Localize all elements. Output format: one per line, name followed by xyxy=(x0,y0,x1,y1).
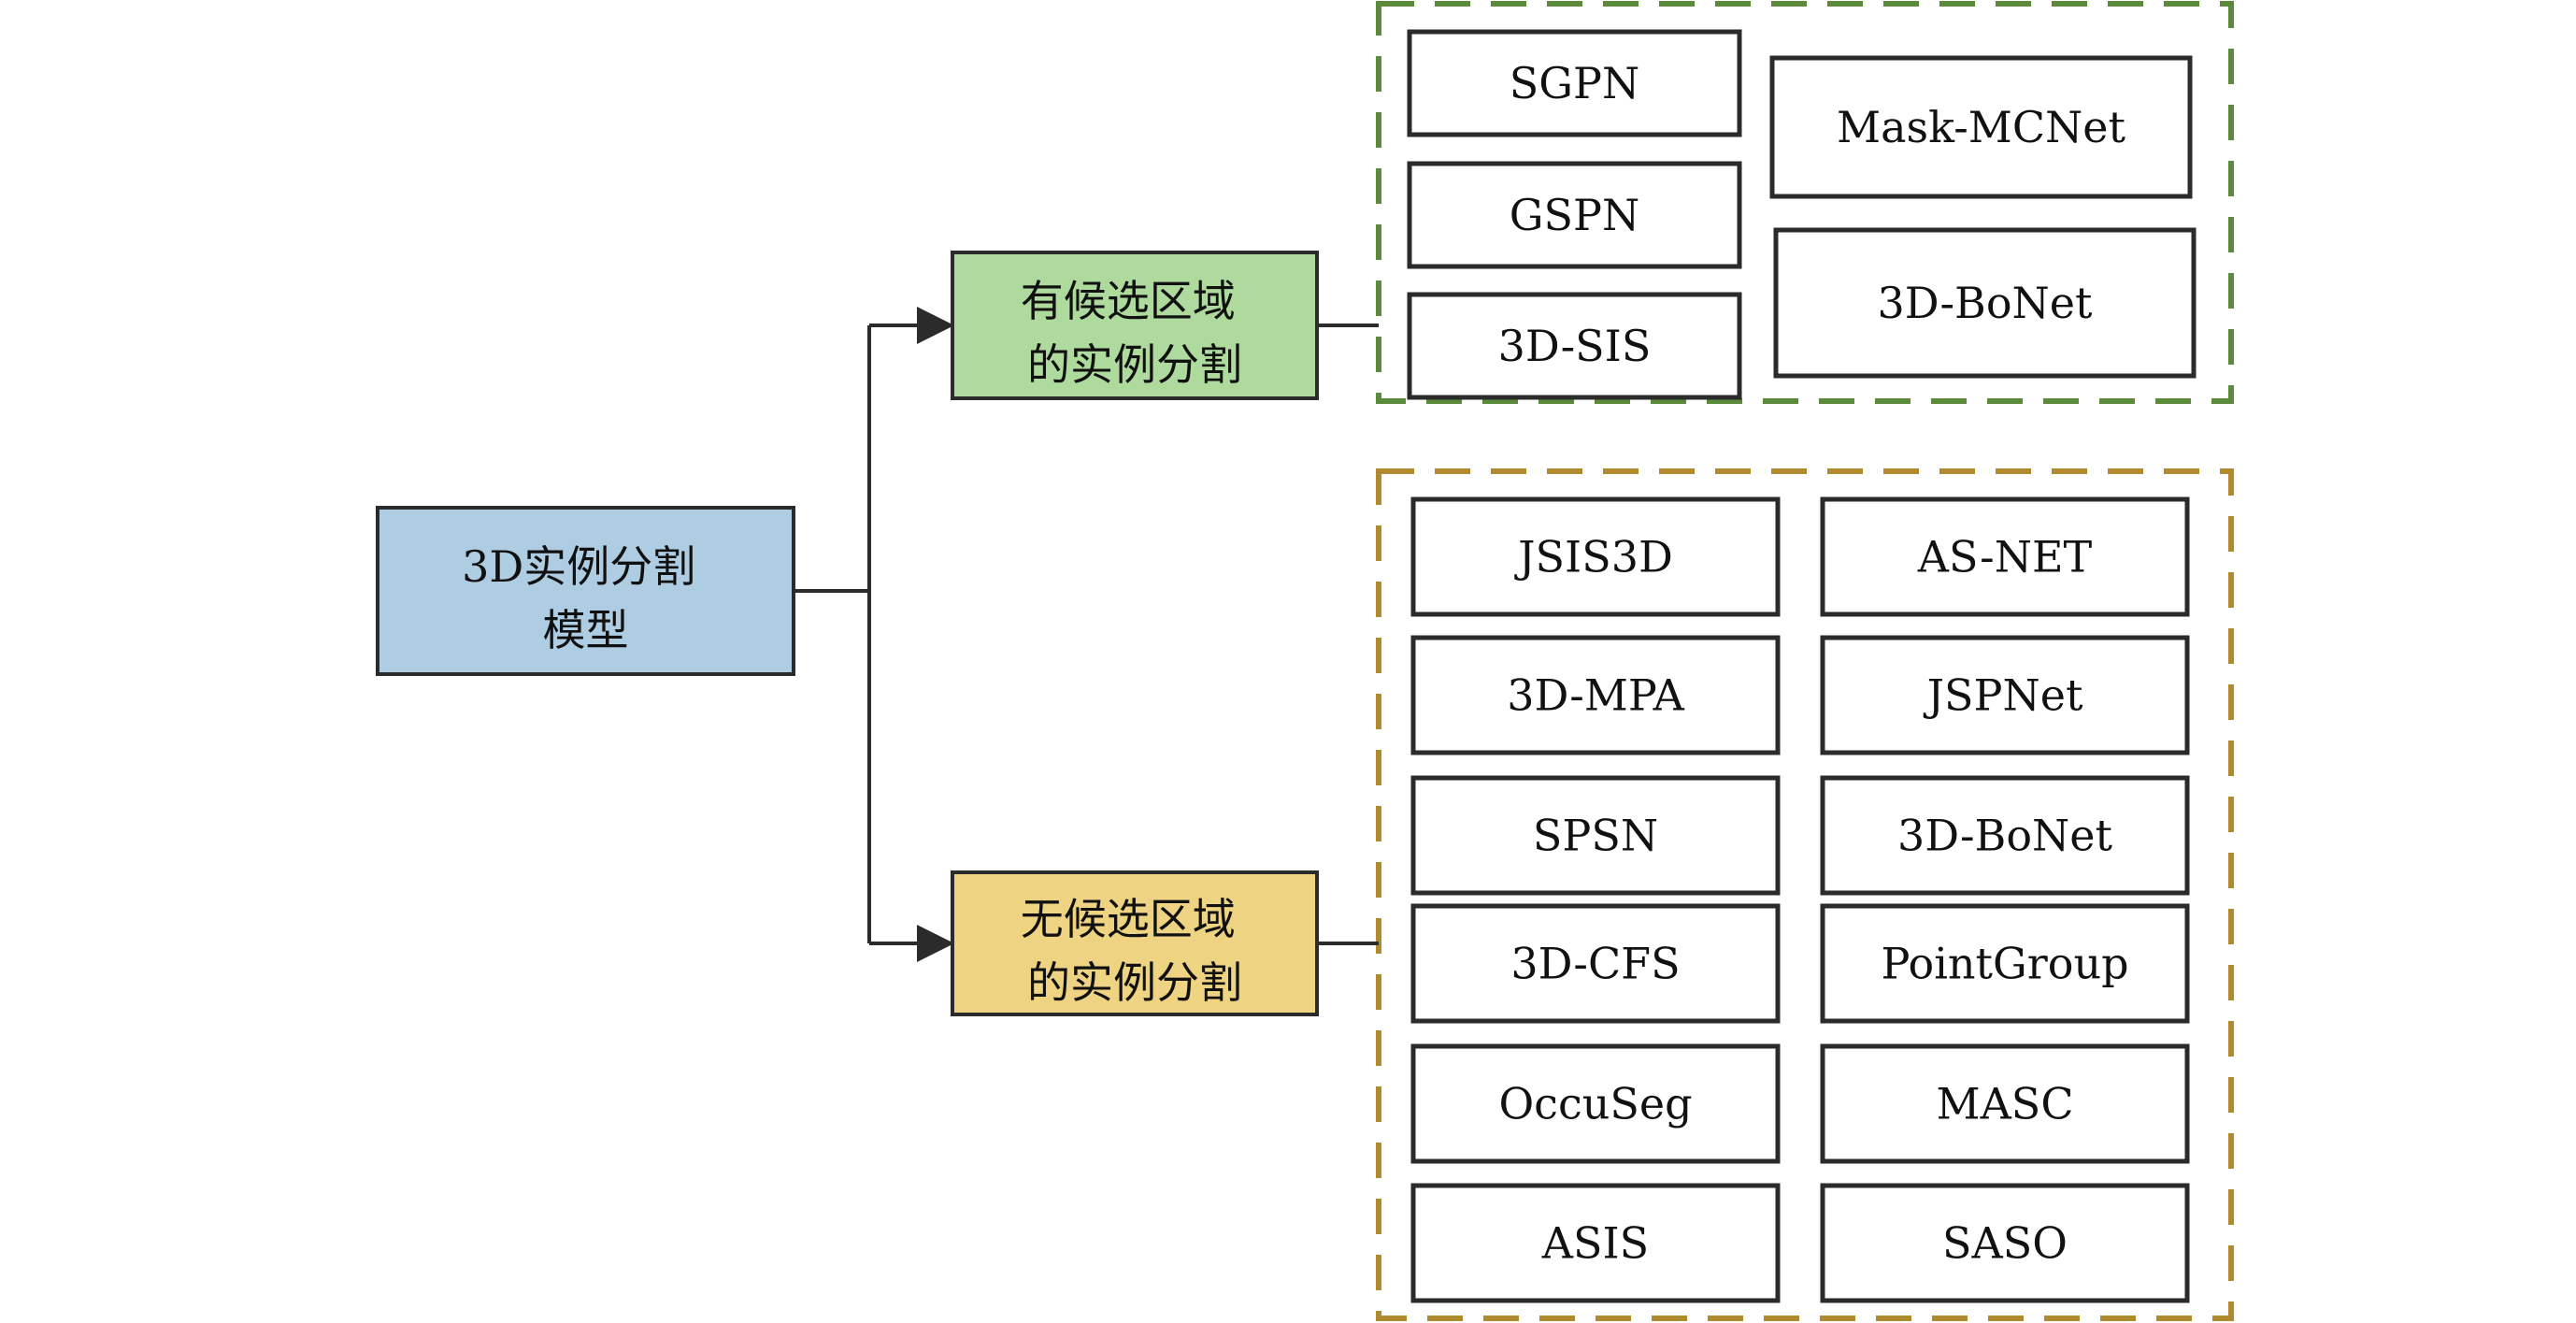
branch-label-line-2: 的实例分割 xyxy=(1027,339,1242,390)
method-box xyxy=(1820,1043,2190,1164)
method-box xyxy=(1773,227,2197,379)
method-node: SPSN xyxy=(1410,775,1781,896)
connector-lines xyxy=(794,307,1379,962)
branch-label-proposal-free: 无候选区域 的实例分割 xyxy=(1021,894,1250,1008)
method-label: ASIS xyxy=(1541,1218,1649,1269)
method-node: 3D-BoNet xyxy=(1773,227,2197,379)
method-label: PointGroup xyxy=(1881,939,2128,989)
method-box xyxy=(1820,496,2190,617)
method-label: SASO xyxy=(1942,1218,2068,1269)
proposal-based-method-boxes: SGPN GSPN 3D-SIS Mask-MCNet 3D-BoNet xyxy=(1407,29,2197,400)
method-node: GSPN xyxy=(1407,161,1742,269)
branch-label-line-1: 无候选区域 xyxy=(1021,894,1236,944)
branch-node-proposal-based: 有候选区域 的实例分割 xyxy=(951,251,1319,400)
method-node: JSPNet xyxy=(1820,635,2190,755)
method-node: ASIS xyxy=(1410,1183,1781,1303)
branch-box-proposal-free xyxy=(951,870,1319,1016)
method-box xyxy=(1820,1183,2190,1303)
method-label: 3D-BoNet xyxy=(1897,811,2113,861)
method-node: SASO xyxy=(1820,1183,2190,1303)
root-label: 3D实例分割 模型 xyxy=(462,541,709,655)
proposal-based-methods-group xyxy=(1376,1,2234,404)
method-node: OccuSeg xyxy=(1410,1043,1781,1164)
branch-box-proposal-based xyxy=(951,251,1319,400)
proposal-free-method-boxes: JSIS3D AS-NET 3D-MPA JSPNet SPSN 3D-BoNe… xyxy=(1410,496,2190,1303)
method-label: 3D-MPA xyxy=(1507,670,1684,721)
method-label: SPSN xyxy=(1533,811,1658,861)
method-label: 3D-BoNet xyxy=(1878,278,2094,328)
method-node: 3D-MPA xyxy=(1410,635,1781,755)
root-label-line-1: 3D实例分割 xyxy=(462,541,695,592)
method-label: 3D-SIS xyxy=(1498,321,1652,371)
method-box xyxy=(1820,903,2190,1024)
method-node: JSIS3D xyxy=(1410,496,1781,617)
method-label: JSPNet xyxy=(1924,670,2083,721)
method-label: SGPN xyxy=(1510,58,1639,108)
method-node: Mask-MCNet xyxy=(1769,55,2193,199)
method-label: AS-NET xyxy=(1917,532,2093,582)
method-box xyxy=(1410,903,1781,1024)
method-node: 3D-SIS xyxy=(1407,292,1742,400)
branch-label-proposal-based: 有候选区域 的实例分割 xyxy=(1021,276,1250,390)
method-box xyxy=(1410,1043,1781,1164)
proposal-free-methods-group xyxy=(1376,468,2234,1321)
branch-label-line-1: 有候选区域 xyxy=(1021,276,1236,326)
method-node: SGPN xyxy=(1407,29,1742,137)
method-node: 3D-CFS xyxy=(1410,903,1781,1024)
root-node: 3D实例分割 模型 xyxy=(376,506,795,676)
method-label: GSPN xyxy=(1510,190,1639,240)
method-label: Mask-MCNet xyxy=(1837,102,2126,152)
method-box xyxy=(1410,1183,1781,1303)
method-box xyxy=(1407,292,1742,400)
method-node: MASC xyxy=(1820,1043,2190,1164)
method-node: 3D-BoNet xyxy=(1820,775,2190,896)
method-box xyxy=(1820,775,2190,896)
root-label-line-2: 模型 xyxy=(543,605,629,655)
root-box xyxy=(376,506,795,676)
method-node: AS-NET xyxy=(1820,496,2190,617)
method-box xyxy=(1410,775,1781,896)
method-label: JSIS3D xyxy=(1514,532,1673,582)
method-node: PointGroup xyxy=(1820,903,2190,1024)
method-box xyxy=(1820,635,2190,755)
method-label: MASC xyxy=(1936,1079,2073,1129)
branch-node-proposal-free: 无候选区域 的实例分割 xyxy=(951,870,1319,1016)
method-box xyxy=(1410,496,1781,617)
method-label: OccuSeg xyxy=(1498,1079,1692,1129)
method-box xyxy=(1769,55,2193,199)
method-box xyxy=(1410,635,1781,755)
method-box xyxy=(1407,29,1742,137)
method-box xyxy=(1407,161,1742,269)
method-label: 3D-CFS xyxy=(1510,939,1680,989)
branch-label-line-2: 的实例分割 xyxy=(1027,957,1242,1008)
